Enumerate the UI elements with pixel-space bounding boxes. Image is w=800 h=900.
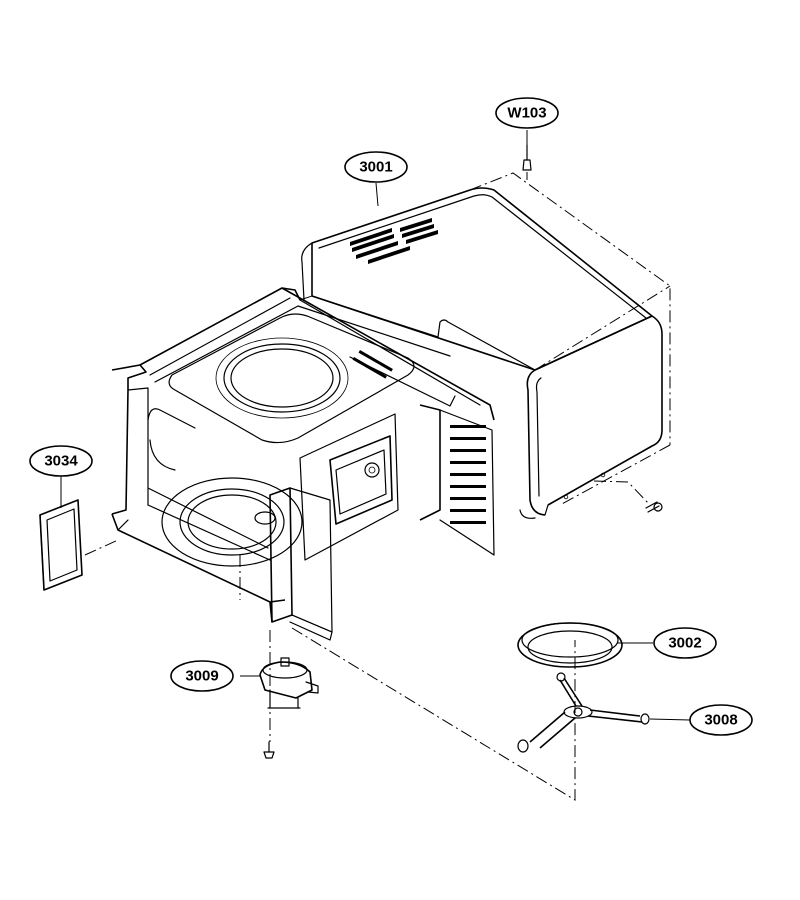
cabinet-screw-icon [645,501,663,513]
callout-w103-label: W103 [507,105,546,122]
callout-3034-label: 3034 [44,453,78,470]
glass-tray [517,622,623,668]
leader-lines [60,130,691,721]
callout-3034: 3034 [29,445,93,477]
top-screw-icon [522,144,532,171]
callout-w103: W103 [495,97,559,129]
assembly-guide-lines [84,172,671,801]
callout-3008-label: 3008 [704,712,737,729]
roller-guide [517,672,650,753]
turntable-motor [259,657,319,709]
callout-3009-label: 3009 [185,668,218,685]
waveguide-cover [39,499,83,591]
callout-3002-label: 3002 [668,635,701,652]
callout-3001-label: 3001 [359,159,392,176]
outer-cabinet [301,187,663,519]
callout-3001: 3001 [344,151,408,183]
callout-3009: 3009 [170,660,234,692]
oven-cavity-frame [111,287,495,641]
callout-3002: 3002 [653,627,717,659]
motor-screw-icon [263,741,275,759]
callout-3008: 3008 [689,704,753,736]
